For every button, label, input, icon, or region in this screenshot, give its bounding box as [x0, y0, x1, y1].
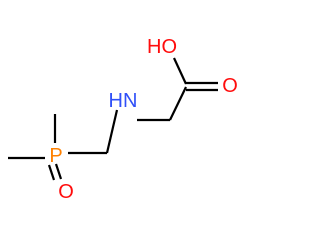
phosphorus-label: P [49, 145, 62, 167]
structure-diagram: HO O HN P O [8, 36, 238, 203]
carbonyl-oxygen-label: O [222, 75, 238, 97]
amine-label: HN [109, 90, 138, 112]
bonds [8, 57, 218, 181]
bond-carboxyl-ch2 [169, 86, 187, 121]
phosphoryl-oxygen-label: O [58, 181, 74, 203]
atom-labels: HO O HN P O [49, 36, 237, 203]
bond-phosphoryl-double-a [47, 164, 56, 181]
bond-phosphoryl-double-b [54, 163, 63, 180]
bond-oh-carboxyl [173, 57, 187, 85]
bond-n-ch2p [105, 109, 119, 154]
hydroxyl-label: HO [147, 36, 177, 58]
